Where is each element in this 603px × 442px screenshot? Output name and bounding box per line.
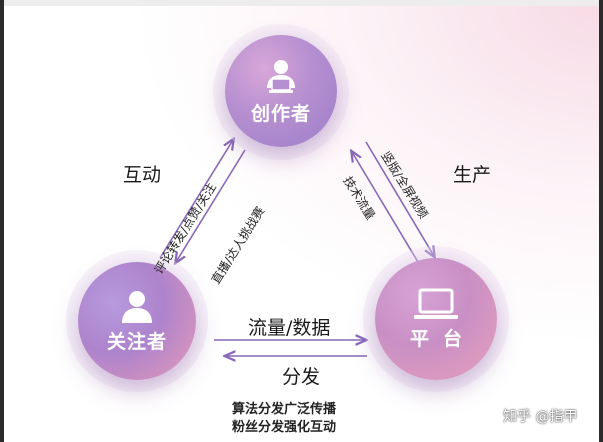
algorithm-distribution-text: 算法分发广泛传播 [232,402,337,417]
platform-node: 平台 [375,258,497,380]
creator-label: 创作者 [250,102,311,125]
arrow-creator-to-platform [365,141,434,256]
watermark: 知乎 @指甲 [503,409,578,425]
left-border [0,0,4,442]
arrow-creator-to-follower [176,149,246,262]
follower-node: 关注者 [78,262,196,380]
interaction-label: 互动 [123,164,162,186]
laptop-icon [414,288,458,319]
right-border [599,0,603,442]
follower-label: 关注者 [106,330,167,353]
person-laptop-icon [267,59,295,93]
top-border [0,0,603,6]
fan-distribution-text: 粉丝分发强化互动 [232,420,337,435]
arrow-follower-to-creator [159,140,233,259]
distribution-label: 分发 [282,366,321,388]
traffic-data-label: 流量/数据 [248,317,331,339]
arrow-platform-to-creator [352,152,419,263]
creator-node: 创作者 [225,35,337,147]
person-icon [122,290,152,323]
production-label: 生产 [453,164,492,186]
platform-label: 平台 [409,327,476,350]
